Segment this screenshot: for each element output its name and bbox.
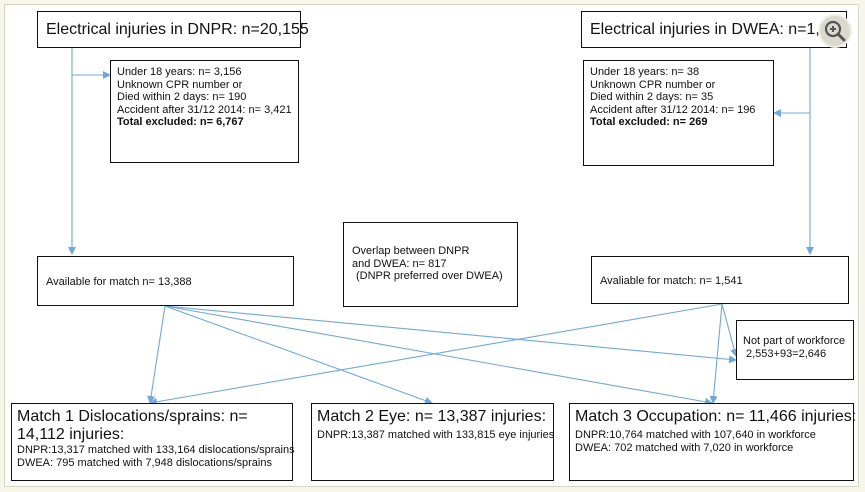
match2-line: DNPR:13,387 matched with 133,815 eye inj… [317, 429, 555, 441]
overlap-line: Overlap between DNPR [352, 245, 470, 257]
match1-line: DNPR:13,317 matched with 133,164 disloca… [17, 444, 295, 456]
dwea-available-box: Avaliable for match: n= 1,541 [591, 256, 849, 304]
overlap-line: (DNPR preferred over DWEA) [356, 270, 503, 282]
arrow-dwea-notworkforce [721, 303, 739, 357]
dnpr-excl-line: Accident after 31/12 2014: n= 3,421 [117, 103, 292, 116]
dwea-excl-line: Died within 2 days: n= 35 [590, 91, 714, 103]
dwea-available-text: Avaliable for match: n= 1,541 [600, 275, 743, 287]
match1-title: Match 1 Dislocations/sprains: n= 14,112 … [17, 408, 248, 443]
arrow-dwea-match1 [149, 303, 723, 406]
dnpr-exclusion-box: Under 18 years: n= 3,156 Unknown CPR num… [110, 60, 299, 163]
dwea-excl-line: Under 18 years: n= 38 [590, 66, 700, 78]
dwea-excl-total: Total excluded: n= 269 [590, 116, 708, 128]
zoom-in-icon-glyph [824, 20, 846, 42]
dnpr-available-text: Available for match n= 13,388 [46, 276, 192, 288]
overlap-line: and DWEA: n= 817 [352, 257, 447, 270]
dwea-injuries-text: Electrical injuries in DWEA: n=1,810 [590, 21, 847, 38]
not-workforce-line: 2,553+93=2,646 [746, 347, 827, 360]
dnpr-excl-line: Unknown CPR number or [117, 78, 243, 91]
dwea-excl-line: Unknown CPR number or [590, 78, 716, 91]
not-workforce-box: Not part of workforce 2,553+93=2,646 [736, 320, 854, 380]
match3-line: DWEA: 702 matched with 7,020 in workforc… [575, 441, 794, 454]
match2-box: Match 2 Eye: n= 13,387 injuries: DNPR:13… [311, 403, 554, 481]
arrow-dnpr-match2 [164, 305, 433, 405]
arrow-dnpr-match3 [164, 305, 713, 406]
dnpr-injuries-text: Electrical injuries in DNPR: n=20,155 [46, 21, 309, 38]
zoom-in-icon[interactable] [818, 14, 852, 48]
overlap-box: Overlap between DNPR and DWEA: n= 817 (D… [343, 222, 518, 307]
match1-box: Match 1 Dislocations/sprains: n= 14,112 … [11, 403, 295, 481]
match1-line: DWEA: 795 matched with 7,948 dislocation… [17, 456, 272, 469]
match3-line: DNPR:10,764 matched with 107,640 in work… [575, 429, 816, 441]
match3-box: Match 3 Occupation: n= 11,466 injuries: … [569, 403, 857, 481]
dnpr-excl-line: Under 18 years: n= 3,156 [117, 66, 242, 78]
dnpr-injuries-box: Electrical injuries in DNPR: n=20,155 [37, 11, 309, 48]
dwea-exclusion-box: Under 18 years: n= 38 Unknown CPR number… [583, 60, 774, 166]
arrow-dnpr-match1 [147, 305, 166, 404]
arrow-dnpr-notworkforce [164, 305, 737, 364]
dwea-excl-line: Accident after 31/12 2014: n= 196 [590, 103, 756, 116]
dnpr-excl-line: Died within 2 days: n= 190 [117, 91, 247, 103]
dnpr-available-box: Available for match n= 13,388 [37, 256, 294, 306]
match3-title: Match 3 Occupation: n= 11,466 injuries: [575, 408, 857, 425]
dnpr-excl-total: Total excluded: n= 6,767 [117, 116, 244, 128]
not-workforce-line: Not part of workforce [743, 335, 846, 347]
dwea-injuries-box: Electrical injuries in DWEA: n=1,810 [581, 11, 847, 48]
arrow-dwea-match3 [709, 303, 723, 404]
match2-title: Match 2 Eye: n= 13,387 injuries: [317, 408, 547, 425]
